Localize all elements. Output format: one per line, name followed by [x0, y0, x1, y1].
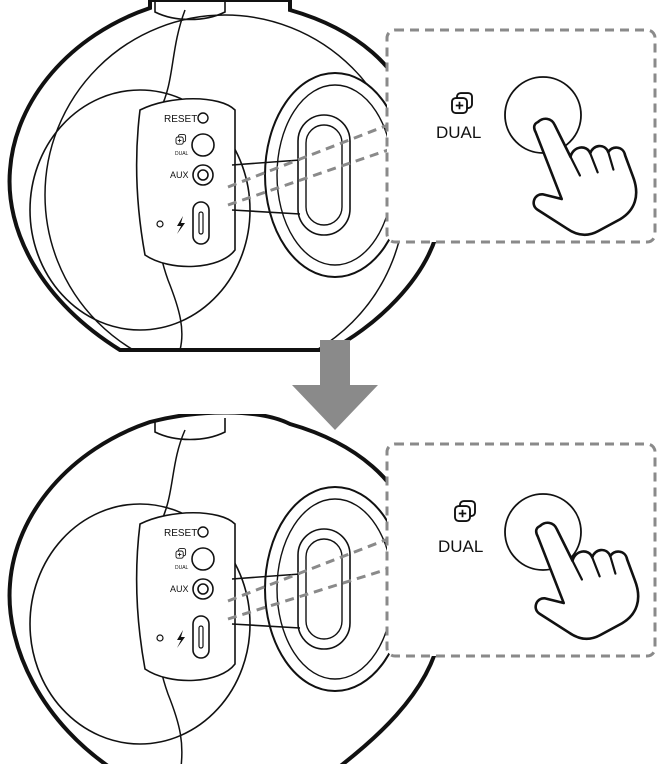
panel-bottom: RESET DUAL AUX DUAL	[7, 414, 657, 764]
reset-label: RESET	[164, 114, 197, 125]
reset-button[interactable]	[197, 526, 209, 538]
led-indicator-icon	[156, 634, 164, 642]
aux-label: AUX	[170, 584, 189, 594]
led-indicator-icon	[156, 220, 164, 228]
dual-button[interactable]	[191, 547, 215, 571]
reset-button[interactable]	[197, 112, 209, 124]
aux-label: AUX	[170, 170, 189, 180]
reset-label: RESET	[164, 528, 197, 539]
dual-small-label: DUAL	[175, 565, 189, 571]
dual-small-label: DUAL	[175, 151, 189, 157]
callout-dual-label: DUAL	[436, 123, 481, 142]
port-cover	[264, 72, 406, 278]
callout-dual-label: DUAL	[438, 537, 483, 556]
dual-button[interactable]	[191, 133, 215, 157]
panel-top: RESET DUAL AUX DUAL	[7, 0, 657, 352]
port-cover	[264, 486, 406, 692]
down-arrow-icon	[292, 340, 378, 430]
